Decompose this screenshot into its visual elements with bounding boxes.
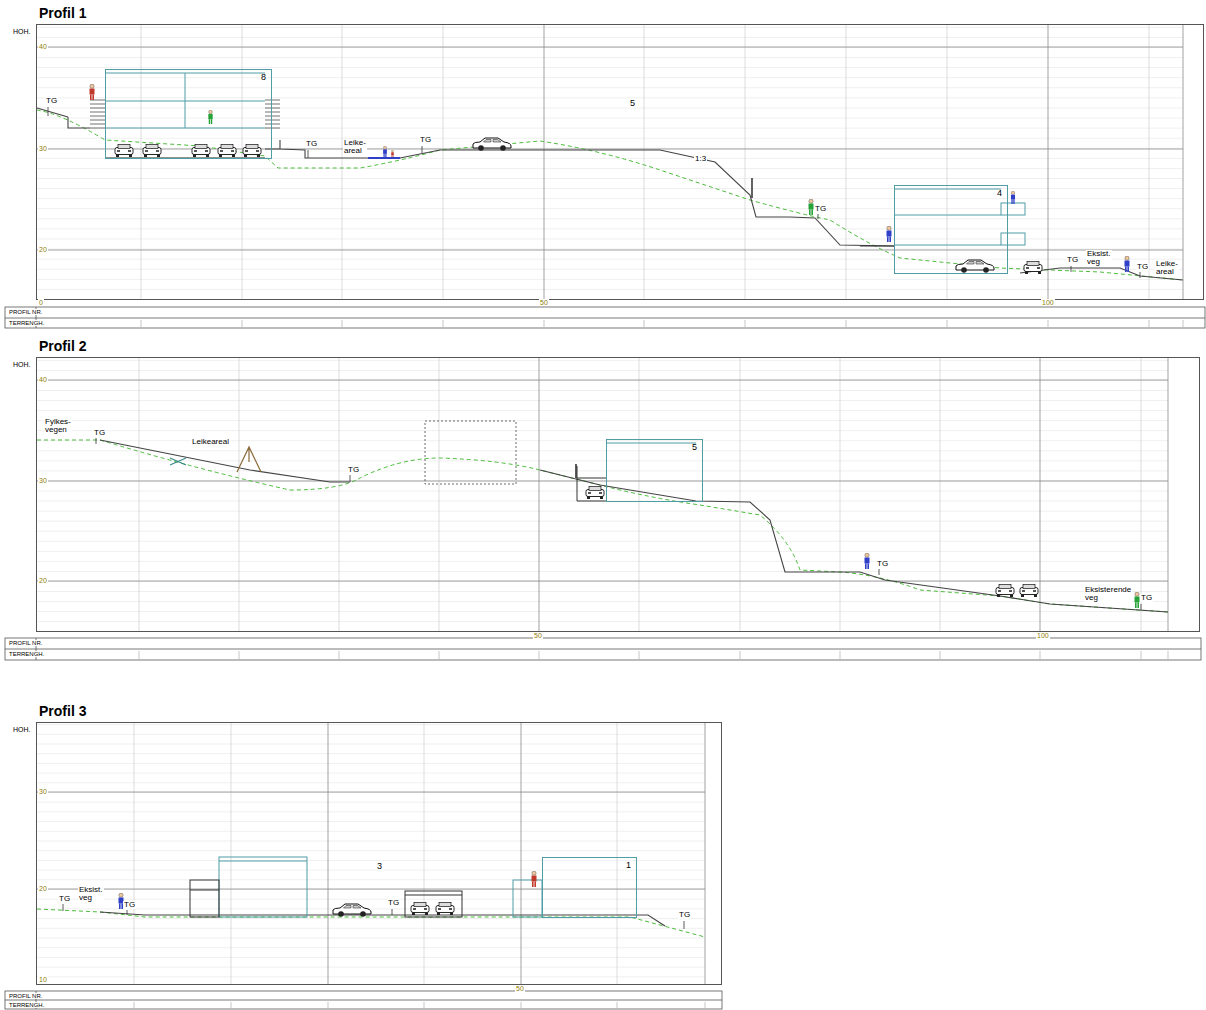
area-label: Fylkes- vegen	[44, 418, 72, 435]
profile-frame: Profil 31	[36, 722, 722, 985]
area-label: Eksist. veg	[1086, 250, 1112, 267]
scale-value: 100	[1036, 632, 1050, 639]
terrain-marker: TG	[876, 560, 889, 568]
callout-number: 3	[376, 862, 383, 871]
scale-value: 50	[533, 632, 543, 639]
table-header: PROFIL NR.	[8, 640, 43, 646]
scale-value: 20	[38, 246, 48, 253]
terrain-marker: TG	[1140, 594, 1153, 602]
area-label: Eksist. veg	[78, 886, 104, 903]
profile-title: Profil 1	[39, 5, 1205, 21]
terrain-marker: TG	[1066, 256, 1079, 264]
building-number: 5	[607, 440, 702, 452]
building-outline: 8	[105, 69, 272, 159]
building-outline: 4	[894, 185, 1008, 274]
scale-value: 100	[1041, 299, 1055, 306]
profile-frame: Profil 25	[36, 357, 1200, 632]
building-outline: 1	[542, 857, 637, 918]
table-header: PROFIL NR.	[8, 309, 43, 315]
building-number: 4	[895, 186, 1007, 198]
terrain-marker: TG	[93, 429, 106, 437]
terrain-marker: TG	[123, 901, 136, 909]
terrain-marker: TG	[678, 911, 691, 919]
scale-value: 0	[38, 299, 44, 306]
scale-value: 20	[38, 577, 48, 584]
axis-label: HOH.	[12, 361, 32, 368]
profile-title: Profil 3	[39, 703, 723, 719]
terrain-marker: TG	[1136, 263, 1149, 271]
scale-value: 40	[38, 376, 48, 383]
scale-value: 30	[38, 145, 48, 152]
scale-value: 50	[539, 299, 549, 306]
axis-label: HOH.	[12, 28, 32, 35]
terrain-marker: TG	[45, 97, 58, 105]
callout-number: 5	[629, 99, 636, 108]
area-label: Leikeareal	[191, 438, 230, 446]
building-number: 1	[543, 858, 636, 870]
axis-label: HOH.	[12, 726, 32, 733]
area-label: Leike- areal	[1155, 260, 1179, 277]
terrain-marker: TG	[387, 899, 400, 907]
scale-value: 30	[38, 788, 48, 795]
table-header: TERRENGH.	[8, 320, 45, 326]
scale-value: 50	[515, 985, 525, 992]
terrain-marker: TG	[419, 136, 432, 144]
scale-value: 10	[38, 976, 48, 983]
scale-value: 40	[38, 43, 48, 50]
table-header: PROFIL NR.	[8, 993, 43, 999]
scale-value: 30	[38, 477, 48, 484]
profile-frame: Profil 184	[36, 24, 1204, 300]
building-outline: 5	[606, 439, 703, 502]
area-label: Leike- areal	[343, 139, 367, 156]
terrain-marker: TG	[305, 140, 318, 148]
scale-value: 20	[38, 885, 48, 892]
terrain-marker: TG	[347, 466, 360, 474]
profile-title: Profil 2	[39, 338, 1201, 354]
terrain-marker: TG	[58, 895, 71, 903]
slope-ratio: 1:3	[694, 155, 707, 163]
area-label: Eksisterende veg	[1084, 586, 1132, 603]
table-header: TERRENGH.	[8, 1002, 45, 1008]
building-number: 8	[106, 70, 271, 82]
terrain-marker: TG	[814, 205, 827, 213]
table-header: TERRENGH.	[8, 651, 45, 657]
